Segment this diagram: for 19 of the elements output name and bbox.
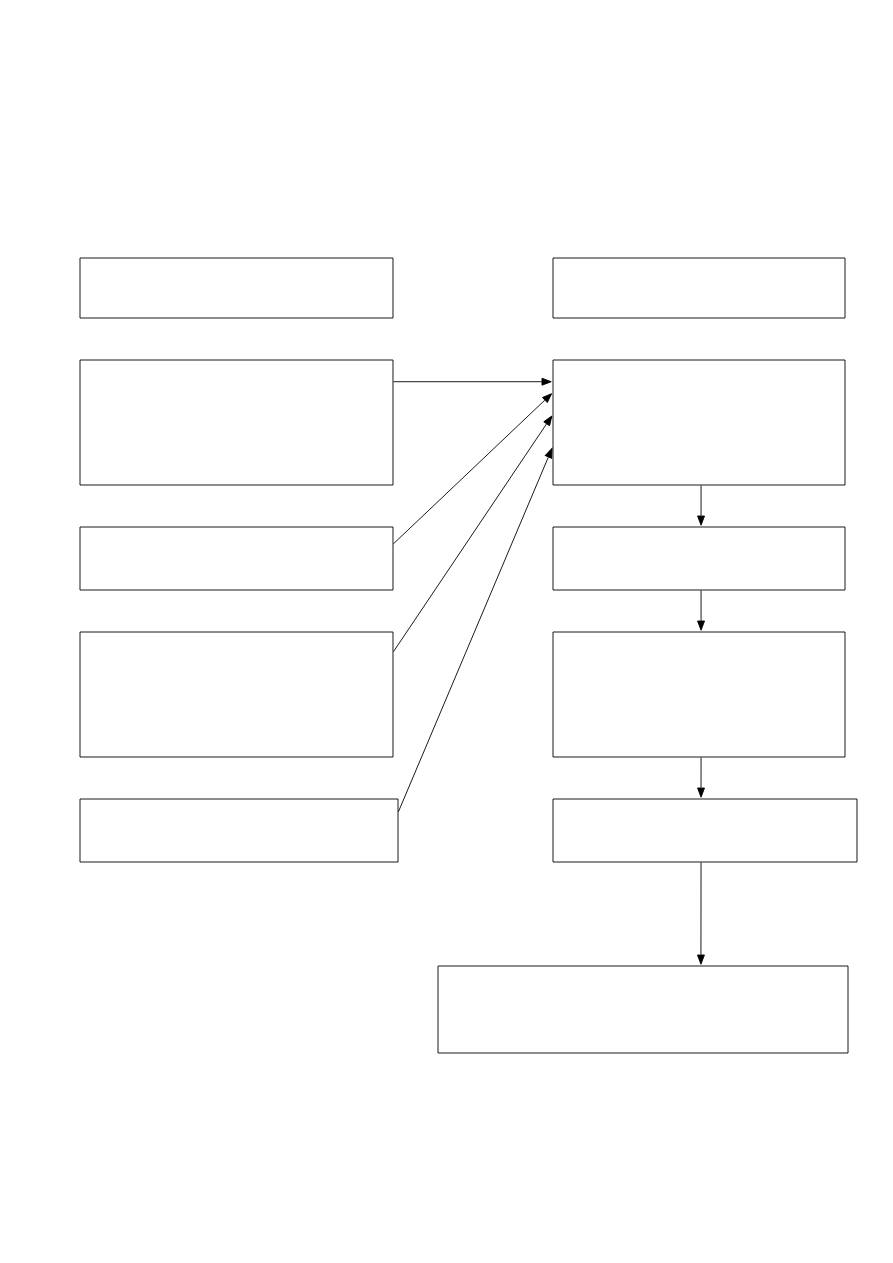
empty-box (79, 257, 394, 319)
arrow (393, 415, 553, 653)
empty-box (79, 798, 399, 863)
arrow (398, 447, 553, 813)
empty-box (552, 526, 846, 591)
empty-box (79, 526, 394, 591)
arrow (697, 757, 705, 798)
empty-box (552, 631, 846, 758)
empty-box (437, 965, 849, 1054)
arrow (697, 590, 705, 631)
arrow (697, 485, 705, 526)
empty-box (79, 359, 394, 486)
arrow (697, 862, 705, 965)
arrow (393, 377, 552, 386)
empty-box (552, 359, 846, 486)
empty-box (552, 798, 858, 863)
arrow (393, 393, 553, 545)
empty-box (79, 631, 394, 758)
empty-box (552, 257, 846, 319)
